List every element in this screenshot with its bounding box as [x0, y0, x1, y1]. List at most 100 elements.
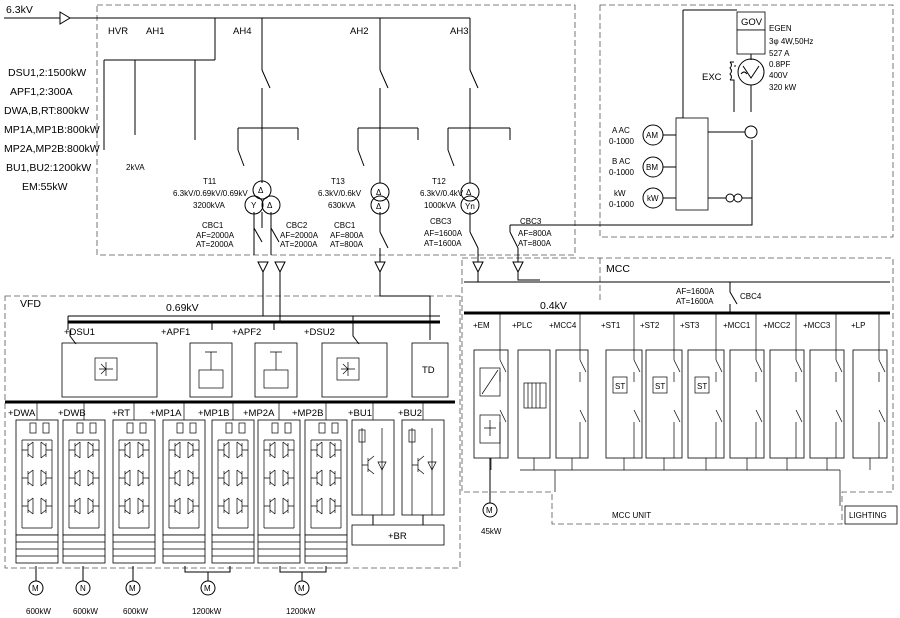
gen-spec-3: 527 A — [769, 49, 790, 58]
pt-rating: 2kVA — [126, 163, 145, 172]
legend-line-7: EM:55kW — [22, 181, 68, 193]
feeder-label: +ST2 — [640, 321, 660, 330]
motor-2-symbol: N — [80, 584, 86, 593]
legend-line-3: DWA,B,RT:800kW — [4, 105, 89, 117]
supply-voltage: 6.3kV — [6, 4, 33, 16]
wiring — [4, 11, 753, 340]
drive-cell — [304, 402, 348, 564]
mcc-unit-label: MCC UNIT — [612, 511, 651, 520]
cbc2-af: AF=2000A — [280, 231, 319, 240]
panel-ah1: AH1 — [146, 26, 164, 37]
unit-dsu1: +DSU1 — [64, 327, 95, 338]
feeder-label: +MCC1 — [723, 321, 751, 330]
cbc3b-at: AT=800A — [518, 239, 552, 248]
drive-cell — [62, 402, 106, 564]
generator-symbol — [737, 58, 765, 86]
cbc3-name: CBC3 — [430, 217, 452, 226]
t13-rating: 630kVA — [328, 201, 356, 210]
feeder-label: +LP — [851, 321, 865, 330]
drive-cell — [15, 402, 59, 564]
vfd-title: VFD — [20, 298, 41, 310]
starter-label: ST — [655, 382, 665, 391]
cbc4-af: AF=1600A — [676, 287, 715, 296]
mcc-feeder-cell: +MCC4 — [549, 313, 589, 470]
switchgear-labels: HVR AH1 AH4 AH2 AH3 2kVA T11 6.3kV/0.69k… — [108, 26, 552, 249]
gen-spec-1: EGEN — [769, 24, 792, 33]
legend-line-1: DSU1,2:1500kW — [8, 67, 86, 79]
drive-mp2a: +MP2A — [243, 408, 275, 419]
gen-spec-4: 0.8PF — [769, 60, 790, 69]
vfd-drive-cells — [15, 402, 445, 564]
legend-line-5: MP2A,MP2B:800kW — [4, 143, 100, 155]
unit-td: TD — [422, 365, 435, 376]
meter-kw-label: kW — [614, 189, 626, 198]
transformer-t11: Δ Y Δ — [244, 180, 281, 215]
drive-mp1a: +MP1A — [150, 408, 182, 419]
t11-sec2-winding: Δ — [267, 201, 273, 210]
cbc2-at: AT=2000A — [280, 240, 318, 249]
t12-secondary-winding: Yn — [465, 202, 475, 211]
drive-cell — [211, 402, 255, 564]
drive-mp1b: +MP1B — [198, 408, 229, 419]
t11-sec1-winding: Y — [251, 201, 257, 210]
motor-3-symbol: M — [129, 584, 136, 593]
brake-unit-cell — [351, 402, 395, 516]
meter-kw-symbol: kW — [647, 194, 659, 203]
mcc-feeder-cell: +EM — [473, 313, 509, 470]
t11-ratio: 6.3kV/0.69kV/0.69kV — [173, 189, 248, 198]
vfd-section: VFD 0.69kV +DSU1 +APF1 +APF2 +DSU2 TD +D… — [5, 298, 455, 616]
unit-dsu2: +DSU2 — [304, 327, 335, 338]
feeder-label: +EM — [473, 321, 490, 330]
drive-dwa: +DWA — [8, 408, 36, 419]
cbc3-at: AT=1600A — [424, 239, 462, 248]
motor-5-rating: 1200kW — [286, 607, 316, 616]
meter-b-symbol: BM — [646, 163, 658, 172]
meter-b-range: 0-1000 — [609, 168, 634, 177]
cbc1b-name: CBC1 — [334, 221, 356, 230]
legend-line-4: MP1A,MP1B:800kW — [4, 124, 100, 136]
cbc1b-af: AF=800A — [330, 231, 364, 240]
exc-label: EXC — [702, 72, 722, 83]
motor-2-rating: 600kW — [73, 607, 98, 616]
unit-apf1: +APF1 — [161, 327, 190, 338]
gen-spec-6: 320 kW — [769, 83, 797, 92]
t13-name: T13 — [331, 177, 345, 186]
transformer-t12: Δ Yn — [460, 182, 480, 215]
mcc-title: MCC — [606, 263, 630, 275]
mcc-motor-symbol: M — [486, 506, 493, 515]
drive-cell — [112, 402, 156, 564]
cbc4-at: AT=1600A — [676, 297, 714, 306]
mcc-feeder-cell: +PLC — [512, 321, 551, 470]
cbc1-name: CBC1 — [202, 221, 224, 230]
legend-line-2: APF1,2:300A — [10, 86, 72, 98]
drive-bu2: +BU2 — [398, 408, 422, 419]
cbc3-af: AF=1600A — [424, 229, 463, 238]
legend: 6.3kV DSU1,2:1500kW APF1,2:300A DWA,B,RT… — [4, 4, 100, 193]
mcc-feeder-cell: +MCC2 — [763, 313, 805, 470]
mcc-section: MCC 0.4kV AF=1600A AT=1600A CBC4 MCC UNI… — [464, 263, 898, 536]
drive-dwb: +DWB — [58, 408, 86, 419]
t13-ratio: 6.3kV/0.6kV — [318, 189, 362, 198]
panel-ah4: AH4 — [233, 26, 251, 37]
t12-rating: 1000kVA — [424, 201, 457, 210]
t13-primary-winding: Δ — [376, 188, 382, 197]
mcc-motor-rating: 45kW — [481, 527, 502, 536]
feeder-label: +MCC2 — [763, 321, 791, 330]
legend-line-6: BU1,BU2:1200kW — [6, 162, 91, 174]
feeder-label: +PLC — [512, 321, 532, 330]
cbc3b-af: AF=800A — [518, 229, 552, 238]
lighting-box — [844, 505, 898, 525]
lighting-label: LIGHTING — [849, 511, 887, 520]
gen-spec-5: 400V — [769, 71, 788, 80]
braking-resistor — [351, 524, 445, 546]
feeder-label: +ST3 — [680, 321, 700, 330]
motor-3-rating: 600kW — [123, 607, 148, 616]
drive-bu1: +BU1 — [348, 408, 372, 419]
motor-5-symbol: M — [298, 584, 305, 593]
t11-primary-winding: Δ — [258, 186, 264, 195]
transformer-t13: Δ Δ — [370, 182, 390, 215]
drive-cell — [257, 402, 301, 564]
